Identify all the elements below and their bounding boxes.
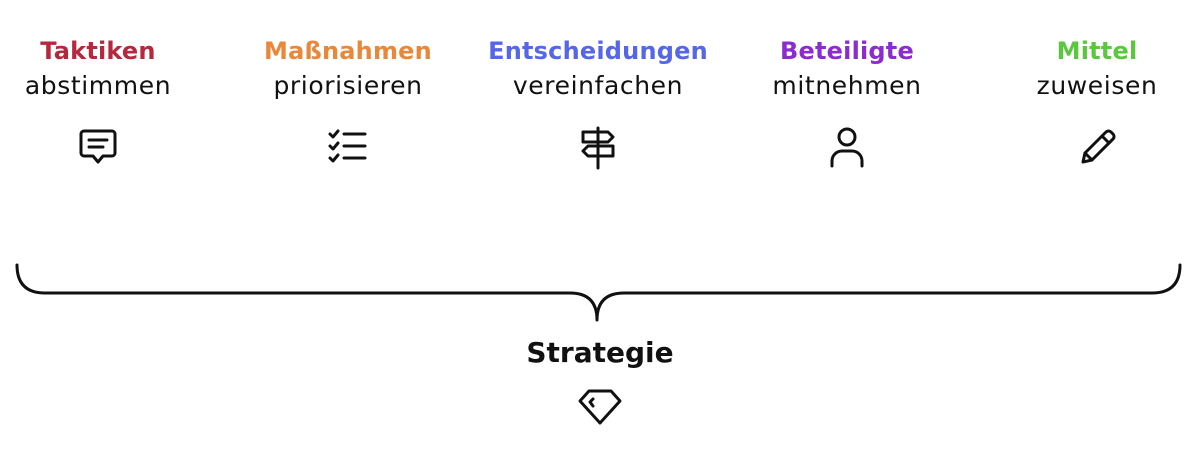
- item-taktiken: Taktiken abstimmen: [0, 34, 213, 170]
- strategy-block: Strategie: [0, 333, 1200, 431]
- item-beteiligte: Beteiligte mitnehmen: [732, 34, 962, 170]
- item-title: Entscheidungen: [488, 37, 708, 65]
- item-subtitle: priorisieren: [273, 71, 423, 100]
- strategy-title: Strategie: [526, 336, 674, 369]
- item-mittel: Mittel zuweisen: [982, 34, 1200, 170]
- diamond-icon: [578, 389, 622, 425]
- item-title: Taktiken: [40, 37, 156, 65]
- item-subtitle: abstimmen: [24, 71, 172, 100]
- pencil-icon: [1081, 129, 1116, 164]
- item-title: Mittel: [1056, 37, 1138, 65]
- item-subtitle: mitnehmen: [772, 71, 922, 100]
- person-icon: [830, 127, 864, 168]
- item-entscheidungen: Entscheidungen vereinfachen: [483, 34, 713, 170]
- item-title: Beteiligte: [780, 37, 914, 65]
- signpost-icon: [581, 126, 615, 170]
- checklist-icon: [328, 129, 367, 163]
- item-subtitle: vereinfachen: [512, 71, 684, 100]
- item-title: Maßnahmen: [264, 37, 432, 65]
- item-subtitle: zuweisen: [1036, 71, 1158, 100]
- curly-brace: [15, 263, 1182, 322]
- item-massnahmen: Maßnahmen priorisieren: [233, 34, 463, 170]
- message-icon: [79, 129, 117, 164]
